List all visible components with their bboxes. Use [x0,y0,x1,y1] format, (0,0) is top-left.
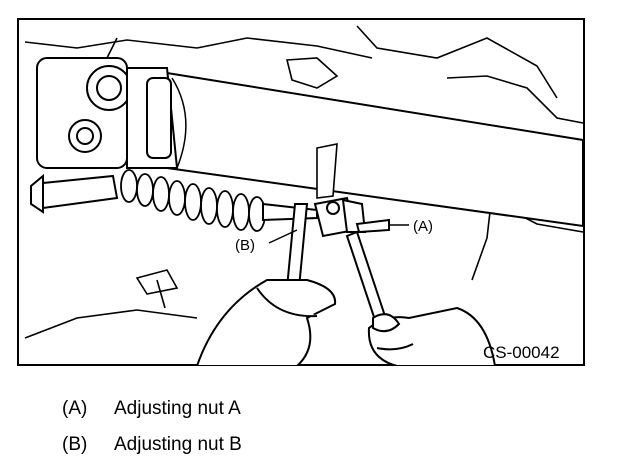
hands [195,279,497,366]
legend: (A) Adjusting nut A (B) Adjusting nut B [62,398,242,470]
legend-key: (A) [62,398,88,419]
adjusting-nuts [313,196,390,238]
figure-code: CS-00042 [483,343,560,362]
leader-lines [268,224,409,244]
lower-structure [24,269,198,339]
callout-b: (B) [235,237,255,254]
illustration-frame: (A) (B) CS-00042 [17,18,585,366]
legend-item-a: (A) Adjusting nut A [62,398,242,434]
legend-text: Adjusting nut A [114,398,241,419]
legend-key: (B) [62,434,88,455]
shift-cable [30,143,338,232]
legend-text: Adjusting nut B [114,434,242,455]
universal-joint [36,57,179,169]
legend-item-b: (B) Adjusting nut B [62,434,242,470]
callout-a: (A) [413,218,433,235]
transmission-cable-illustration: (A) (B) CS-00042 [17,18,585,366]
wrenches [285,203,391,334]
